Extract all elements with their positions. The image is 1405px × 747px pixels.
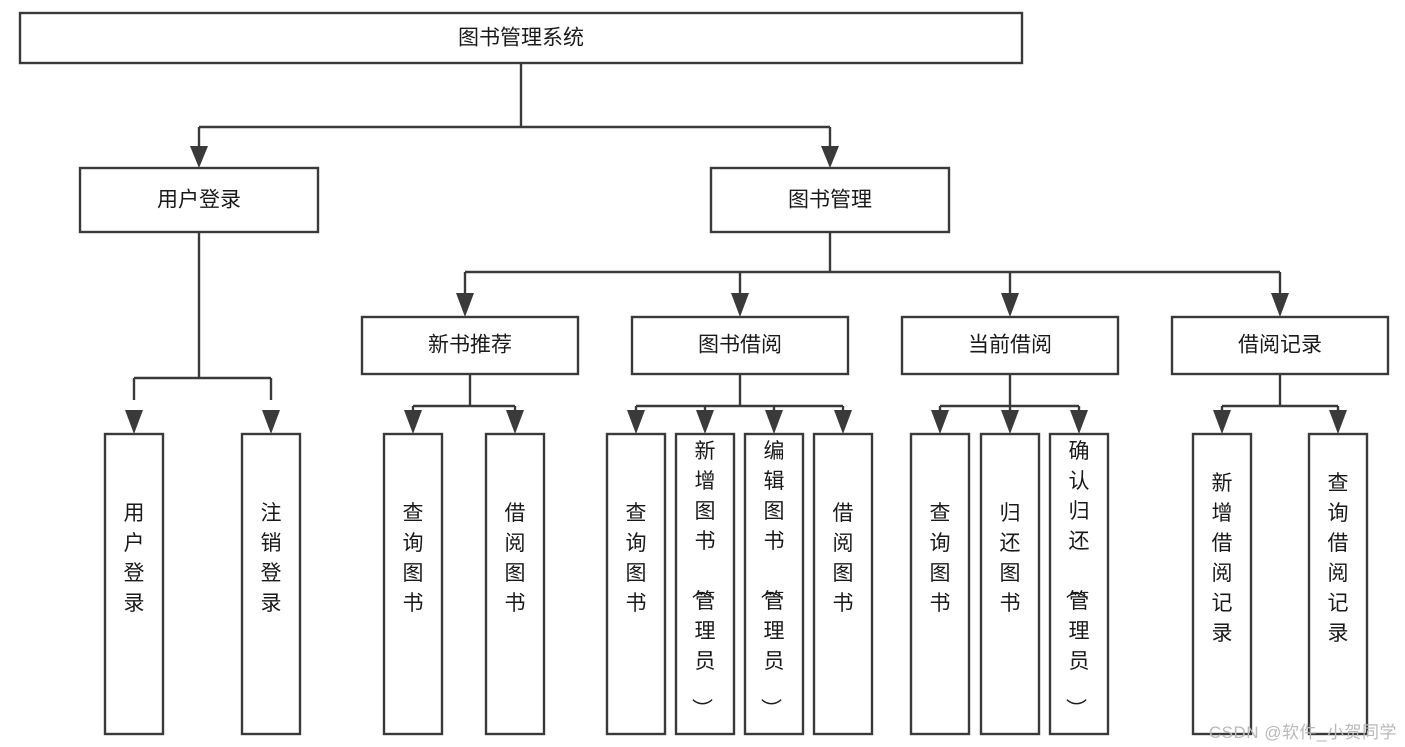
arrow-to-new-book — [456, 293, 474, 317]
leaf-borrow-borrow-book-box[interactable] — [812, 432, 874, 736]
leaf-borrow-edit-book-label: 编辑图书（管理员） — [759, 440, 785, 719]
leaf-current-confirm-return-label: 确认归还（管理员） — [1064, 440, 1090, 719]
arrow-to-current-borrow — [1001, 293, 1019, 317]
arrow-newbook-leaf-2 — [506, 410, 524, 434]
arrow-to-borrow-record — [1271, 293, 1289, 317]
leaf-borrow-add-book[interactable]: 新增图书（管理员） — [674, 432, 736, 736]
node-new-book-recommend-box[interactable] — [360, 315, 580, 376]
arrow-currentborrow-leaf-1 — [931, 410, 949, 434]
leaf-newbook-query-book[interactable]: 查询图书 — [382, 432, 444, 736]
node-current-borrow[interactable]: 当前借阅 — [900, 315, 1120, 376]
leaf-record-add-record[interactable]: 新增借阅记录 — [1191, 432, 1253, 736]
arrow-currentborrow-leaf-2 — [1001, 410, 1019, 434]
leaf-user-login-box[interactable] — [103, 432, 165, 736]
leaf-newbook-borrow-book[interactable]: 借阅图书 — [484, 432, 546, 736]
connector-layer — [125, 63, 1347, 434]
node-borrow-record-label: 借阅记录 — [1238, 334, 1322, 357]
leaf-current-confirm-return[interactable]: 确认归还（管理员） — [1048, 432, 1110, 736]
leaf-current-return-book[interactable]: 归还图书 — [979, 432, 1041, 736]
node-current-borrow-box[interactable] — [900, 315, 1120, 376]
arrow-leaf-logout — [262, 410, 280, 434]
node-root-box[interactable] — [18, 11, 1024, 65]
leaf-newbook-borrow-book-label: 借阅图书 — [505, 502, 526, 615]
node-new-book-recommend[interactable]: 新书推荐 — [360, 315, 580, 376]
arrow-to-user-login — [190, 146, 208, 168]
node-current-borrow-label: 当前借阅 — [968, 334, 1052, 357]
leaf-borrow-edit-book[interactable]: 编辑图书（管理员） — [743, 432, 805, 736]
leaf-record-query-record[interactable]: 查询借阅记录 — [1307, 432, 1369, 736]
node-user-login-box[interactable] — [78, 166, 320, 234]
leaf-newbook-query-book-box[interactable] — [382, 432, 444, 736]
leaf-current-query-book-box[interactable] — [909, 432, 971, 736]
leaf-logout[interactable]: 注销登录 — [240, 432, 302, 736]
arrow-newbook-leaf-1 — [404, 410, 422, 434]
arrow-currentborrow-leaf-3 — [1070, 410, 1088, 434]
node-book-management[interactable]: 图书管理 — [709, 166, 951, 234]
leaf-borrow-borrow-book-label: 借阅图书 — [833, 502, 854, 615]
node-user-login[interactable]: 用户登录 — [78, 166, 320, 234]
node-book-management-box[interactable] — [709, 166, 951, 234]
arrow-leaf-user-login — [125, 410, 143, 434]
arrow-borrowrecord-leaf-2 — [1329, 410, 1347, 434]
arrow-bookborrow-leaf-2 — [696, 410, 714, 434]
leaf-borrow-edit-book-box[interactable] — [743, 432, 805, 736]
node-new-book-recommend-label: 新书推荐 — [428, 334, 512, 357]
arrow-to-book-borrow — [731, 293, 749, 317]
leaf-borrow-add-book-label: 新增图书（管理员） — [690, 440, 716, 719]
leaf-record-query-record-label: 查询借阅记录 — [1328, 472, 1349, 645]
leaf-record-add-record-box[interactable] — [1191, 432, 1253, 736]
node-user-login-label: 用户登录 — [157, 189, 241, 212]
leaf-current-return-book-box[interactable] — [979, 432, 1041, 736]
node-root-label: 图书管理系统 — [458, 27, 584, 50]
leaf-record-add-record-label: 新增借阅记录 — [1212, 472, 1233, 645]
arrow-to-book-mgmt — [821, 146, 839, 168]
leaf-current-confirm-return-box[interactable] — [1048, 432, 1110, 736]
arrow-bookborrow-leaf-1 — [627, 410, 645, 434]
node-book-management-label: 图书管理 — [788, 189, 872, 212]
leaf-borrow-query-book-box[interactable] — [605, 432, 667, 736]
leaf-current-query-book-label: 查询图书 — [930, 502, 951, 615]
leaf-current-query-book[interactable]: 查询图书 — [909, 432, 971, 736]
arrow-bookborrow-leaf-3 — [765, 410, 783, 434]
leaf-borrow-borrow-book[interactable]: 借阅图书 — [812, 432, 874, 736]
node-borrow-record[interactable]: 借阅记录 — [1170, 315, 1390, 376]
node-borrow-record-box[interactable] — [1170, 315, 1390, 376]
node-root[interactable]: 图书管理系统 — [18, 11, 1024, 65]
arrow-borrowrecord-leaf-1 — [1213, 410, 1231, 434]
leaf-borrow-query-book-label: 查询图书 — [626, 502, 647, 615]
node-book-borrow-box[interactable] — [630, 315, 850, 376]
leaf-user-login-label: 用户登录 — [124, 502, 145, 615]
node-book-borrow[interactable]: 图书借阅 — [630, 315, 850, 376]
node-book-borrow-label: 图书借阅 — [698, 334, 782, 357]
leaf-current-return-book-label: 归还图书 — [1000, 502, 1021, 615]
leaf-record-query-record-box[interactable] — [1307, 432, 1369, 736]
leaf-newbook-borrow-book-box[interactable] — [484, 432, 546, 736]
leaf-borrow-query-book[interactable]: 查询图书 — [605, 432, 667, 736]
leaf-logout-label: 注销登录 — [261, 502, 282, 615]
leaf-borrow-add-book-box[interactable] — [674, 432, 736, 736]
leaf-logout-box[interactable] — [240, 432, 302, 736]
arrow-bookborrow-leaf-4 — [834, 410, 852, 434]
leaf-newbook-query-book-label: 查询图书 — [403, 502, 424, 615]
leaf-user-login[interactable]: 用户登录 — [103, 432, 165, 736]
